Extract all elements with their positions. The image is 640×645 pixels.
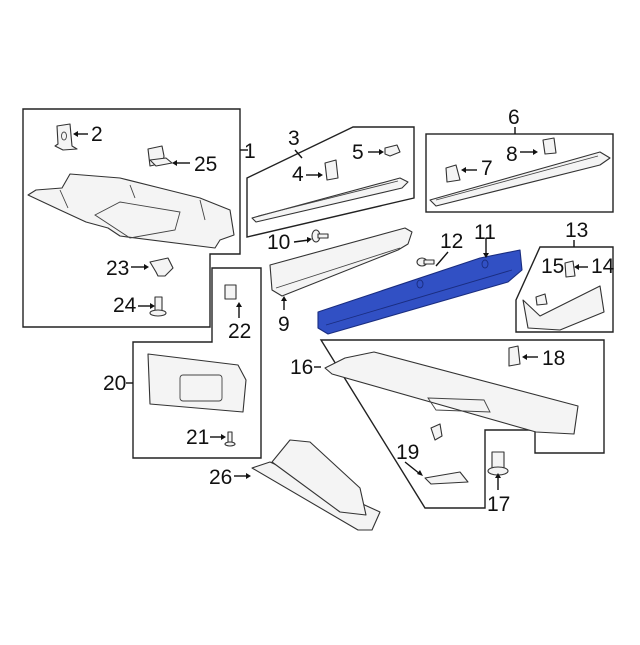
callout-15: 15	[541, 255, 565, 278]
callout-19: 19	[396, 441, 420, 464]
callout-20: 20	[103, 372, 127, 395]
part-13-trim[interactable]	[522, 285, 605, 331]
callout-2: 2	[91, 123, 103, 146]
part-7-bracket[interactable]	[445, 164, 461, 183]
callout-3: 3	[288, 127, 300, 150]
part-24-pin[interactable]	[149, 296, 167, 317]
part-23-clip[interactable]	[149, 257, 174, 277]
part-9-trim[interactable]	[269, 227, 413, 297]
callout-1: 1	[244, 140, 256, 163]
part-6-sill-plate[interactable]	[429, 151, 611, 207]
callout-11: 11	[474, 221, 496, 244]
callout-25: 25	[194, 153, 218, 176]
part-10-screw[interactable]	[311, 229, 329, 243]
part-4-bracket[interactable]	[324, 159, 339, 181]
callout-23: 23	[106, 257, 130, 280]
part-8-bracket[interactable]	[542, 137, 557, 155]
callout-8: 8	[506, 143, 518, 166]
group-frame-20	[132, 267, 262, 459]
callout-24: 24	[113, 294, 137, 317]
part-21-screw[interactable]	[224, 431, 236, 447]
group-frame-13	[515, 246, 614, 333]
part-18-clip[interactable]	[508, 345, 521, 367]
part-2-bracket[interactable]	[54, 123, 78, 151]
part-16-trim[interactable]	[324, 351, 579, 435]
part-5-clip[interactable]	[384, 144, 401, 157]
callout-12: 12	[440, 230, 464, 253]
callout-5: 5	[352, 141, 364, 164]
callout-16: 16	[290, 356, 314, 379]
part-25-clip[interactable]	[147, 145, 173, 167]
group-frame-3	[246, 126, 415, 238]
callout-17: 17	[487, 493, 511, 516]
callout-13: 13	[565, 219, 589, 242]
part-1-console[interactable]	[27, 173, 235, 249]
part-26-lamp-housing[interactable]	[251, 439, 381, 531]
callout-21: 21	[186, 426, 210, 449]
callout-7: 7	[481, 157, 493, 180]
group-frame-6	[425, 133, 614, 213]
callout-14: 14	[591, 255, 615, 278]
part-3-sill-plate[interactable]	[251, 177, 409, 223]
part-15-clip[interactable]	[535, 293, 548, 306]
group-frame-1	[22, 108, 241, 328]
callout-4: 4	[292, 163, 304, 186]
part-22-clip[interactable]	[224, 284, 237, 300]
callout-6: 6	[508, 106, 520, 129]
callout-22: 22	[228, 320, 252, 343]
part-17-fastener[interactable]	[487, 451, 509, 476]
callout-10: 10	[267, 231, 291, 254]
part-19-clip[interactable]	[424, 423, 469, 485]
part-12-screw[interactable]	[416, 257, 435, 267]
part-20-sun-visor[interactable]	[147, 353, 247, 413]
part-14-clip[interactable]	[564, 260, 576, 278]
callout-26: 26	[209, 466, 233, 489]
callout-9: 9	[278, 313, 290, 336]
callout-18: 18	[542, 347, 566, 370]
